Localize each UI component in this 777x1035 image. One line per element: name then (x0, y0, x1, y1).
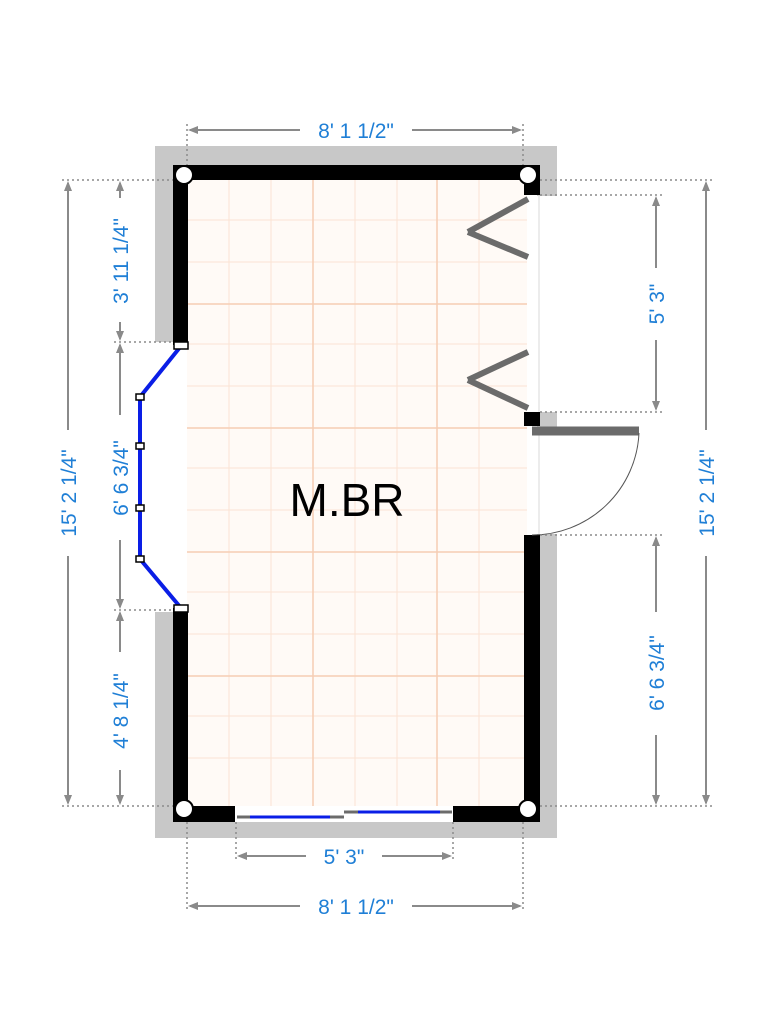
dim-left-total[interactable]: 15' 2 1/4" (58, 449, 81, 536)
corner-bottom-left[interactable] (174, 799, 194, 819)
dim-right-lower[interactable]: 6' 6 3/4" (646, 635, 669, 711)
corner-top-right[interactable] (518, 165, 538, 185)
dim-left-lower[interactable]: 4' 8 1/4" (110, 673, 133, 749)
bottom-window (235, 810, 453, 822)
corner-vertices (174, 165, 538, 819)
corner-top-left[interactable] (174, 165, 194, 185)
floor-grid (187, 180, 527, 806)
dim-bottom-window[interactable]: 5' 3" (324, 846, 365, 869)
wall-left-upper (173, 165, 188, 345)
bay-window (135, 341, 189, 613)
dim-right-upper[interactable]: 5' 3" (646, 284, 669, 325)
dim-right-total[interactable]: 15' 2 1/4" (696, 449, 719, 536)
dim-bottom-width[interactable]: 8' 1 1/2" (318, 896, 394, 919)
closet-bifold-door (466, 196, 530, 411)
room-label[interactable]: M.BR (290, 474, 405, 526)
dim-top-width[interactable]: 8' 1 1/2" (318, 120, 394, 143)
dimension-lines (62, 124, 712, 912)
dim-left-bay[interactable]: 6' 6 3/4" (110, 440, 133, 516)
wall-left-lower (173, 608, 188, 822)
corner-bottom-right[interactable] (518, 799, 538, 819)
dim-left-upper[interactable]: 3' 11 1/4" (110, 218, 133, 304)
wall-top (173, 165, 540, 180)
wall-right-mid (524, 412, 540, 426)
entry-door (531, 426, 640, 536)
wall-right-lower (524, 535, 540, 822)
